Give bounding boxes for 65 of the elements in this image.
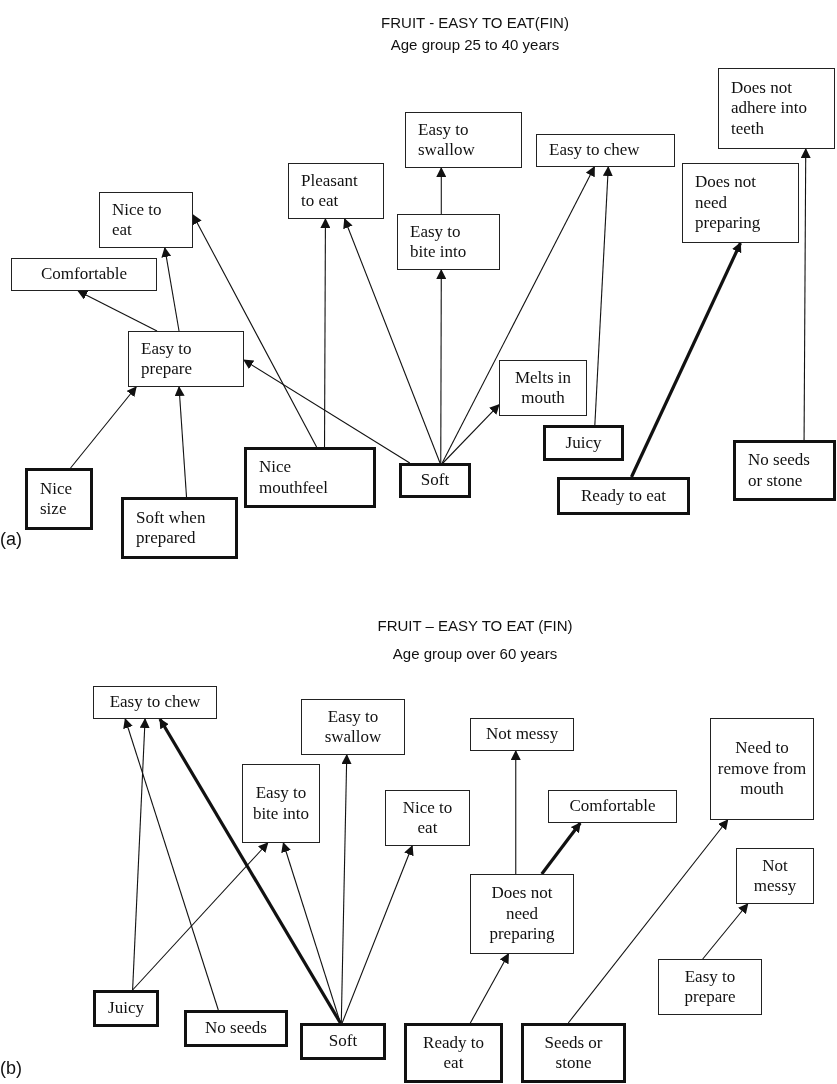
attribute-box: Nice size	[25, 468, 93, 530]
attribute-box: No seeds or stone	[733, 440, 836, 501]
consequence-box: Easy to bite into	[242, 764, 320, 843]
arrow	[594, 166, 613, 426]
arrow	[436, 269, 447, 464]
consequence-box: Does not need preparing	[470, 874, 574, 954]
arrow	[341, 845, 414, 1024]
consequence-box: Does not adhere into teeth	[718, 68, 835, 149]
panel-title: FRUIT - EASY TO EAT(FIN)	[381, 14, 569, 31]
attribute-box: No seeds	[184, 1010, 288, 1047]
consequence-box: Easy to prepare	[128, 331, 244, 387]
arrow	[132, 842, 269, 991]
attribute-box: Seeds or stone	[521, 1023, 626, 1083]
arrow	[174, 386, 188, 498]
consequence-box: Not messy	[470, 718, 574, 751]
attribute-box: Soft	[300, 1023, 386, 1060]
arrow	[436, 167, 447, 215]
consequence-box: Comfortable	[11, 258, 157, 291]
arrow	[192, 214, 318, 448]
arrow	[441, 166, 595, 464]
arrow	[77, 290, 158, 332]
panel-subtitle: Age group over 60 years	[392, 645, 558, 662]
arrow	[567, 819, 729, 1024]
attribute-box: Nice mouthfeel	[244, 447, 376, 508]
consequence-box: Easy to chew	[93, 686, 217, 719]
arrow	[800, 148, 811, 441]
consequence-box: Melts in mouth	[499, 360, 587, 416]
arrow	[510, 750, 521, 875]
attribute-box: Juicy	[543, 425, 624, 461]
arrow	[281, 842, 341, 1024]
consequence-box: Easy to prepare	[658, 959, 762, 1015]
consequence-box: Pleasant to eat	[288, 163, 384, 219]
arrow	[702, 903, 749, 960]
arrow	[540, 822, 582, 875]
attribute-box: Soft	[399, 463, 471, 498]
arrow	[320, 218, 331, 448]
attribute-box: Ready to eat	[404, 1023, 503, 1083]
arrow	[161, 247, 180, 332]
arrow	[243, 359, 411, 464]
panel-label: (b)	[0, 1058, 22, 1079]
arrow	[158, 718, 342, 1024]
arrow	[343, 218, 441, 464]
arrow	[442, 404, 500, 464]
consequence-box: Easy to swallow	[405, 112, 522, 168]
consequence-box: Easy to chew	[536, 134, 675, 167]
consequence-box: Nice to eat	[99, 192, 193, 248]
attribute-box: Soft when prepared	[121, 497, 238, 559]
consequence-box: Easy to swallow	[301, 699, 405, 755]
consequence-box: Easy to bite into	[397, 214, 500, 270]
attribute-box: Ready to eat	[557, 477, 690, 515]
consequence-box: Not messy	[736, 848, 814, 904]
arrow	[70, 386, 137, 469]
consequence-box: Need to remove from mouth	[710, 718, 814, 820]
panel-subtitle: Age group 25 to 40 years	[390, 36, 560, 53]
arrow	[340, 754, 352, 1024]
arrow	[123, 718, 219, 1011]
arrow	[132, 718, 150, 991]
arrow	[630, 242, 742, 478]
consequence-box: Nice to eat	[385, 790, 470, 846]
panel-title: FRUIT – EASY TO EAT (FIN)	[377, 617, 573, 634]
consequence-box: Comfortable	[548, 790, 677, 823]
attribute-box: Juicy	[93, 990, 159, 1027]
consequence-box: Does not need preparing	[682, 163, 799, 243]
arrow	[469, 953, 510, 1024]
panel-label: (a)	[0, 529, 22, 550]
